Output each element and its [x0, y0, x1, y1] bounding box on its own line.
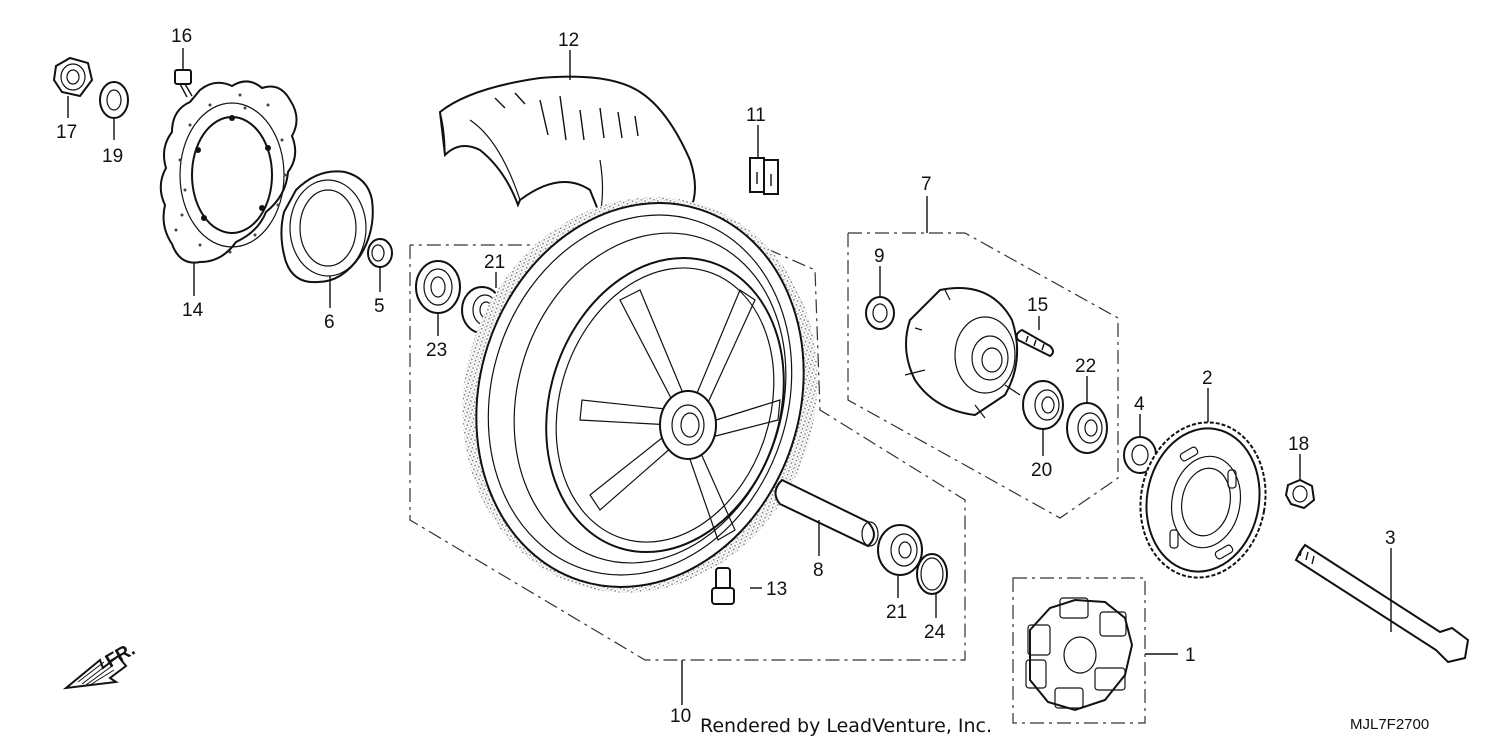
callout-7: 7 — [921, 174, 932, 195]
part-1-damper-rubber[interactable] — [1025, 597, 1134, 712]
front-direction-arrow-icon — [62, 654, 128, 690]
part-21-bearing-lower[interactable] — [877, 524, 923, 576]
part-5-collar[interactable] — [367, 238, 393, 268]
leader-lines — [67, 48, 1392, 705]
callout-3: 3 — [1385, 528, 1396, 549]
part-13-valve[interactable] — [711, 567, 735, 605]
part-17-nut[interactable] — [52, 56, 94, 98]
damper-group-box — [1012, 577, 1146, 724]
diagram-code: MJL7F2700 — [1350, 716, 1429, 733]
part-10-wheel[interactable] — [412, 151, 868, 640]
part-20-bearing[interactable] — [1022, 380, 1064, 430]
callout-2: 2 — [1202, 368, 1213, 389]
part-18-nut[interactable] — [1284, 478, 1316, 510]
callout-20: 20 — [1031, 460, 1052, 481]
callout-19: 19 — [102, 146, 123, 167]
callout-6: 6 — [324, 312, 335, 333]
callout-11: 11 — [746, 105, 766, 126]
callout-22: 22 — [1075, 356, 1096, 377]
part-2-sprocket[interactable] — [1128, 412, 1277, 587]
callout-14: 14 — [182, 300, 204, 321]
callout-18: 18 — [1288, 434, 1309, 455]
part-3-bolt[interactable] — [1294, 543, 1470, 664]
callout-16: 16 — [171, 26, 192, 47]
callout-4: 4 — [1134, 394, 1145, 415]
callout-24: 24 — [924, 622, 946, 643]
part-6-plate[interactable] — [280, 170, 374, 284]
part-14-brake-disc[interactable] — [159, 80, 298, 264]
callout-9: 9 — [874, 246, 885, 267]
part-16-bolt[interactable] — [174, 69, 193, 98]
callout-13: 13 — [766, 579, 787, 600]
part-7-hub[interactable] — [904, 287, 1021, 419]
part-24-circlip[interactable] — [916, 553, 948, 595]
callout-labels: 1 2 3 4 5 6 7 8 9 10 11 12 13 14 15 16 1… — [56, 26, 1396, 727]
callout-21-upper: 21 — [484, 252, 505, 273]
part-22-bearing[interactable] — [1066, 402, 1108, 454]
callout-1: 1 — [1185, 645, 1196, 666]
hub-assembly-group-box — [847, 232, 1119, 519]
callout-15: 15 — [1027, 295, 1048, 316]
callout-5: 5 — [374, 296, 385, 317]
part-9-collar[interactable] — [865, 296, 895, 330]
callout-8: 8 — [813, 560, 824, 581]
part-23-bearing[interactable] — [415, 260, 461, 314]
callout-23: 23 — [426, 340, 447, 361]
credit-text: Rendered by LeadVenture, Inc. — [700, 715, 992, 737]
part-12-tire[interactable] — [438, 75, 696, 217]
part-11-balance-weight[interactable] — [749, 157, 779, 195]
part-19-washer[interactable] — [99, 81, 129, 119]
callout-21-lower: 21 — [886, 602, 907, 623]
part-15-stud[interactable] — [1015, 328, 1054, 358]
callout-17: 17 — [56, 122, 77, 143]
callout-10: 10 — [670, 706, 691, 727]
callout-12: 12 — [558, 30, 579, 51]
part-8-spacer[interactable] — [774, 478, 879, 548]
